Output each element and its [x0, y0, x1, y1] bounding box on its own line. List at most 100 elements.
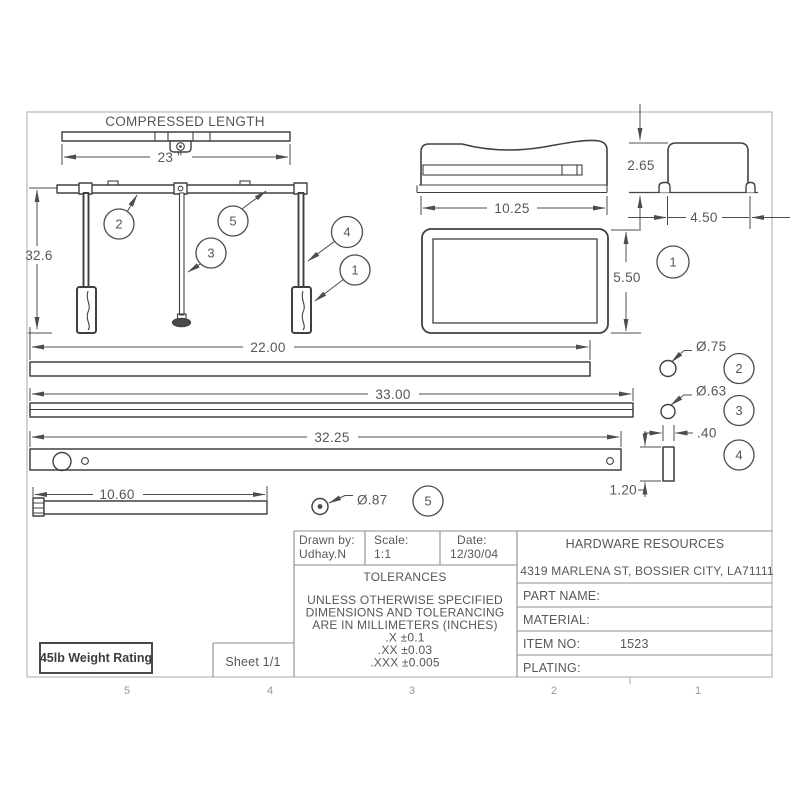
svg-text:2.65: 2.65	[627, 158, 654, 173]
balloon-2-detail: 2	[723, 352, 755, 385]
scale-label: Scale:	[374, 533, 409, 547]
compressed-length-label: COMPRESSED LENGTH	[105, 114, 265, 129]
drawn-by-value: Udhay.N	[299, 547, 346, 561]
balloon-4-detail: 4	[723, 439, 755, 471]
svg-text:4: 4	[343, 225, 350, 240]
assembly-front-view: 32.6 2 5 3 4 1	[25, 180, 371, 341]
svg-text:1: 1	[351, 263, 358, 278]
material-label: MATERIAL:	[523, 613, 590, 627]
sheet-number: Sheet 1/1	[225, 655, 280, 669]
left-sleeve	[76, 286, 97, 334]
rod-foot	[171, 317, 192, 328]
right-sleeve	[291, 286, 312, 334]
drawn-by-label: Drawn by:	[299, 533, 355, 547]
part-name-label: PART NAME:	[523, 589, 600, 603]
balloon-1: 1	[314, 254, 371, 302]
weight-rating-box: 45lb Weight Rating	[39, 642, 153, 674]
dim-32-6: 32.6	[25, 187, 58, 341]
zone-3: 3	[409, 685, 415, 697]
dim-1-20: 1.20	[610, 431, 661, 498]
pin-75-detail: Ø.75 2	[659, 339, 755, 385]
svg-text:5.50: 5.50	[613, 270, 640, 285]
bar-22-view: 22.00	[29, 340, 591, 377]
bar-32-25-view: 32.25	[29, 430, 622, 472]
right-foot	[745, 181, 756, 193]
sheet-border	[26, 111, 773, 678]
bar-33-view: 33.00	[29, 387, 634, 418]
zone-4: 4	[267, 685, 273, 697]
hole-87-detail: Ø.87 5	[311, 485, 444, 517]
bar-10-60-view: 10.60	[32, 486, 268, 517]
svg-text:33.00: 33.00	[375, 387, 410, 402]
svg-text:10.25: 10.25	[494, 201, 529, 216]
zone-5: 5	[124, 685, 130, 697]
dim-4-50: 4.50	[628, 196, 790, 229]
balloon-5: 5	[217, 190, 267, 237]
zone-labels: 5 4 3 2 1	[124, 677, 701, 697]
right-post	[297, 192, 305, 288]
svg-text:.40: .40	[697, 426, 717, 441]
zone-1: 1	[695, 685, 701, 697]
company-name: HARDWARE RESOURCES	[566, 537, 725, 551]
item-no-value: 1523	[620, 637, 649, 651]
svg-text:3: 3	[207, 246, 214, 261]
compressed-length-view: COMPRESSED LENGTH 23 "	[61, 114, 291, 165]
dim-10-25: 10.25	[420, 196, 608, 216]
svg-text:5: 5	[229, 214, 236, 229]
plating-label: PLATING:	[523, 661, 581, 675]
tolerances-block: TOLERANCES UNLESS OTHERWISE SPECIFIED DI…	[306, 570, 505, 670]
dim-40: .40	[644, 425, 717, 441]
compressed-bar	[61, 131, 291, 142]
svg-text:23 ": 23 "	[158, 150, 183, 165]
dim-32-25: 32.25	[29, 430, 622, 447]
dim-5-50: 5.50	[611, 229, 641, 334]
company-address: 4319 MARLENA ST, BOSSIER CITY, LA71111	[520, 564, 774, 578]
scale-value: 1:1	[374, 547, 391, 561]
svg-text:TOLERANCES: TOLERANCES	[363, 570, 446, 584]
dim-63: Ø.63	[696, 384, 726, 399]
svg-text:.XXX ±0.005: .XXX ±0.005	[370, 656, 440, 670]
balloon-1-detail: 1	[656, 245, 690, 279]
svg-text:32.25: 32.25	[314, 430, 349, 445]
item-no-label: ITEM NO:	[523, 637, 580, 651]
svg-text:UNLESS OTHERWISE SPECIFIED: UNLESS OTHERWISE SPECIFIED	[307, 593, 503, 607]
balloon-4: 4	[307, 215, 364, 262]
svg-text:.XX ±0.03: .XX ±0.03	[378, 643, 433, 657]
bracket-side-view: 2.65 4.50 1	[627, 104, 790, 279]
svg-text:1.20: 1.20	[610, 483, 637, 498]
dim-2-65: 2.65	[627, 104, 654, 229]
small-hole-left	[81, 457, 89, 465]
dim-23: 23 "	[61, 144, 291, 165]
svg-text:4: 4	[735, 448, 742, 463]
svg-text:1: 1	[669, 255, 676, 270]
dim-10-60: 10.60	[32, 486, 268, 502]
dim-22-00: 22.00	[29, 340, 591, 360]
center-rod	[178, 192, 185, 316]
sheet-cell: Sheet 1/1	[212, 642, 294, 677]
svg-text:2: 2	[115, 217, 122, 232]
svg-text:.X ±0.1: .X ±0.1	[385, 631, 424, 645]
svg-text:10.60: 10.60	[99, 487, 134, 502]
balloon-5-detail: 5	[412, 485, 444, 517]
left-post	[82, 192, 90, 288]
svg-text:4.50: 4.50	[690, 210, 717, 225]
large-hole	[52, 451, 72, 472]
zone-2: 2	[551, 685, 557, 697]
svg-text:32.6: 32.6	[25, 248, 52, 263]
bracket-front-view: 5.50	[421, 228, 641, 334]
pin-40-detail: .40 1.20 4	[610, 425, 755, 498]
svg-text:5: 5	[424, 494, 431, 509]
balloon-3: 3	[187, 237, 227, 273]
dim-75: Ø.75	[696, 339, 726, 354]
date-label: Date:	[457, 533, 487, 547]
left-foot	[658, 181, 671, 193]
weight-rating-label: 45lb Weight Rating	[40, 651, 152, 665]
dim-87: Ø.87	[357, 493, 387, 508]
svg-text:ARE IN MILLIMETERS (INCHES): ARE IN MILLIMETERS (INCHES)	[312, 618, 497, 632]
pin-63-detail: Ø.63 3	[660, 384, 755, 427]
svg-text:22.00: 22.00	[250, 340, 285, 355]
balloon-2: 2	[103, 194, 138, 240]
svg-text:DIMENSIONS AND TOLERANCING: DIMENSIONS AND TOLERANCING	[306, 606, 505, 620]
